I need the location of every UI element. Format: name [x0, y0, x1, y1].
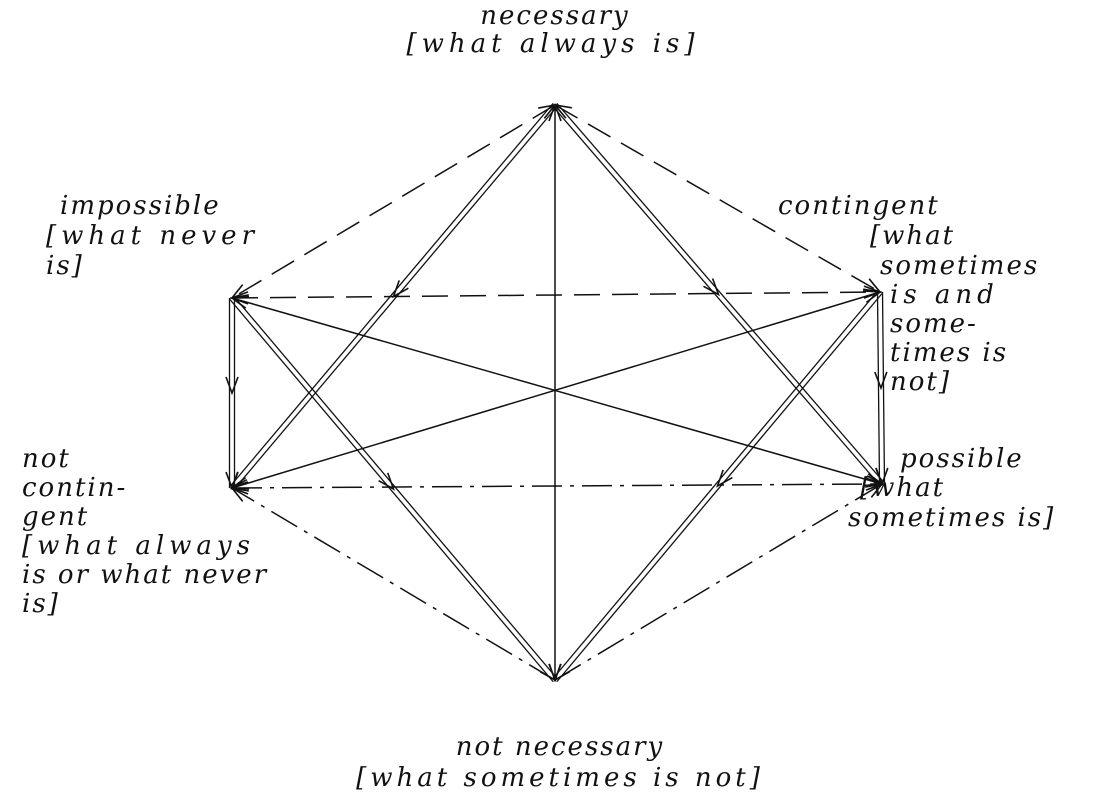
edge-contingent-not-necessary [552, 289, 879, 679]
edge-necessary-not-necessary-arrow-start [548, 102, 562, 122]
edge-contingent-possible [876, 292, 881, 485]
edge-contingent-not-necessary [556, 293, 883, 683]
edge-not-contingent-possible [231, 483, 883, 489]
possible-gloss-1: [what [860, 473, 946, 503]
edge-necessary-impossible [231, 104, 556, 299]
contingent-gloss-1: [what [870, 221, 956, 251]
impossible-gloss-1: [what never [46, 221, 259, 251]
contingent-gloss-3: is and [890, 280, 999, 310]
edge-impossible-possible [231, 297, 883, 485]
edge-not-necessary-not-contingent-arrow [230, 486, 249, 502]
edge-not-necessary-not-contingent [231, 487, 556, 681]
not-contingent-gloss-2: is or what never [22, 560, 269, 590]
edge-contingent-not-contingent [231, 291, 881, 489]
edge-necessary-possible [552, 106, 881, 487]
possible-title: possible [900, 444, 1024, 474]
not-contingent-title-1: not [22, 444, 71, 474]
not-necessary-title: not necessary [455, 732, 665, 762]
edge-necessary-not-contingent-mid-arrow [392, 280, 409, 299]
edge-impossible-contingent [231, 291, 881, 299]
necessary-title: necessary [480, 1, 630, 31]
edge-impossible-not-contingent-arrow [225, 471, 239, 491]
edge-necessary-impossible-arrow [230, 284, 249, 300]
edge-necessary-contingent-arrow [863, 278, 882, 294]
edge-necessary-contingent [554, 104, 881, 293]
contingent-title: contingent [778, 191, 940, 221]
impossible-gloss-2: is] [46, 251, 84, 281]
not-contingent-gloss-3: is] [22, 589, 60, 619]
not-contingent-gloss-1: [what always [22, 531, 255, 561]
edge-necessary-possible [556, 102, 885, 483]
contingent-gloss-4: some- [890, 309, 978, 339]
edge-necessary-possible-mid-arrow [703, 278, 720, 297]
edge-impossible-not-contingent-mid-arrow [225, 376, 239, 396]
edge-contingent-possible [881, 291, 886, 484]
edge-necessary-not-contingent [229, 102, 554, 487]
not-contingent-title-2: contin- [22, 473, 128, 503]
necessary-gloss: [what always is] [406, 29, 700, 59]
possible-gloss-2: sometimes is] [848, 503, 1056, 533]
contingent-gloss-5: times is [890, 338, 1009, 368]
edge-contingent-not-necessary-arrow [553, 663, 571, 682]
not-necessary-gloss: [what sometimes is not] [356, 763, 764, 793]
not-contingent-title-3: gent [22, 502, 90, 532]
contingent-gloss-6: not] [890, 367, 951, 397]
edge-contingent-not-necessary-mid-arrow [716, 469, 733, 488]
edge-not-necessary-possible [554, 483, 883, 681]
impossible-title: impossible [60, 191, 221, 221]
edge-contingent-possible-arrow [875, 467, 889, 487]
edge-impossible-not-necessary [229, 299, 554, 683]
edge-contingent-possible-mid-arrow [874, 371, 888, 391]
contingent-gloss-2: sometimes [880, 251, 1040, 281]
edge-necessary-not-contingent [233, 106, 558, 491]
edge-impossible-not-necessary [233, 295, 558, 679]
edge-impossible-not-necessary-mid-arrow [378, 472, 395, 491]
